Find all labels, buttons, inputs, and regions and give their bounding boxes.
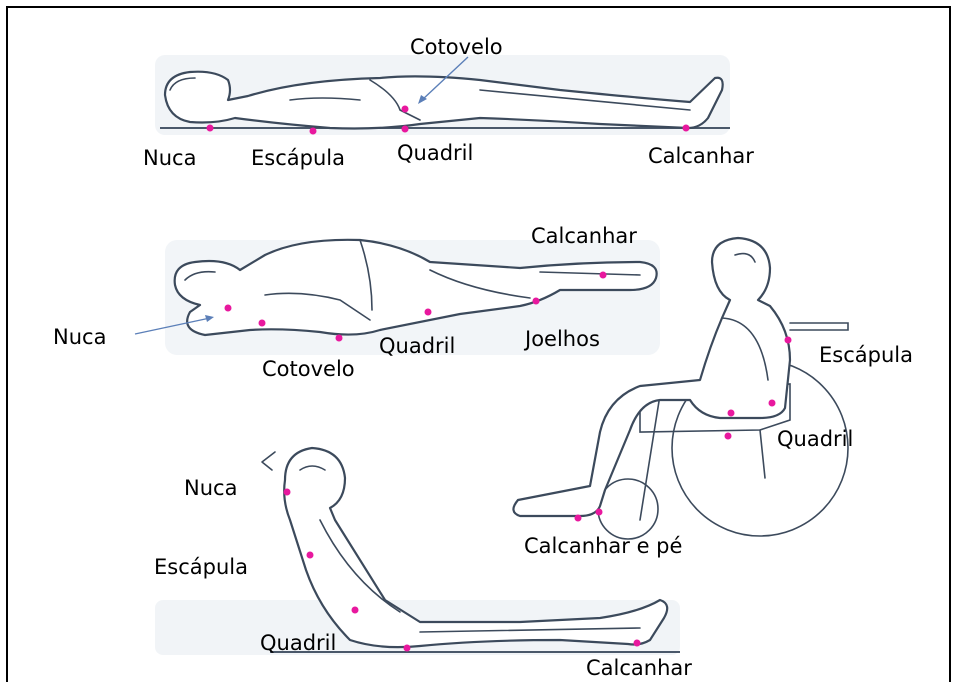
lateral-heel-label: Calcanhar [531, 226, 637, 247]
semi-hip-label: Quadril [260, 633, 336, 654]
semi-heel-label: Calcanhar [586, 658, 692, 679]
lateral-knees-label: Joelhos [525, 329, 600, 350]
supine-heel-label: Calcanhar [648, 146, 754, 167]
supine-elbow-label: Cotovelo [410, 37, 503, 58]
wheelchair-hip-label: Quadril [777, 429, 853, 450]
semi-nape-label: Nuca [184, 478, 237, 499]
semi-scapula-label: Escápula [154, 557, 248, 578]
wheelchair-heel-foot-label: Calcanhar e pé [524, 536, 682, 557]
wheelchair-scapula-label: Escápula [819, 345, 913, 366]
lateral-nape-label: Nuca [53, 327, 106, 348]
lateral-elbow-label: Cotovelo [262, 359, 355, 380]
supine-nape-label: Nuca [143, 148, 196, 169]
supine-figure [155, 55, 730, 135]
lateral-hip-label: Quadril [379, 336, 455, 357]
supine-scapula-label: Escápula [251, 148, 345, 169]
supine-hip-label: Quadril [397, 143, 473, 164]
